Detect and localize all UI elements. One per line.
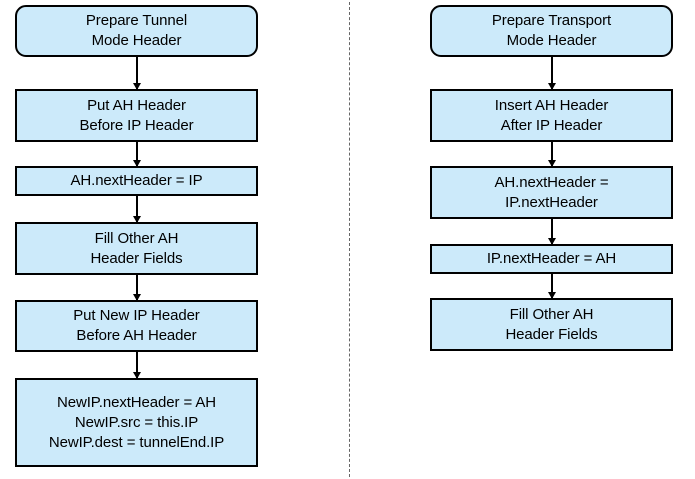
node-line: Header Fields — [505, 325, 598, 343]
node-line: AH.nextHeader = IP — [70, 172, 203, 189]
node-line: Header Fields — [90, 249, 183, 267]
node-line: After IP Header — [500, 116, 603, 134]
arrow-l5-to-l6 — [136, 352, 138, 378]
node-prepare-transport-mode-header[interactable]: Prepare Transport Mode Header — [430, 5, 673, 57]
node-ip-nextheader-equals-ah[interactable]: IP.nextHeader = AH — [430, 244, 673, 274]
node-line: Before AH Header — [76, 327, 197, 344]
node-fill-other-ah-header-fields-transport[interactable]: Fill Other AH Header Fields — [430, 298, 673, 351]
node-insert-ah-header-after-ip-header[interactable]: Insert AH Header After IP Header — [430, 89, 673, 142]
node-line: IP.nextHeader = AH — [486, 250, 617, 267]
node-ah-nextheader-equals-ip-nextheader[interactable]: AH.nextHeader = IP.nextHeader — [430, 166, 673, 219]
arrow-r1-to-r2 — [551, 57, 553, 89]
arrow-l4-to-l5 — [136, 275, 138, 300]
node-line: Fill Other AH — [94, 229, 179, 247]
node-put-new-ip-header-before-ah-header[interactable]: Put New IP Header Before AH Header — [15, 300, 258, 352]
node-line: IP.nextHeader — [505, 193, 598, 211]
panel-divider — [349, 2, 350, 477]
node-line: Prepare Tunnel — [85, 12, 188, 29]
node-line: Prepare Transport — [491, 12, 612, 29]
node-line: AH.nextHeader = — [494, 173, 609, 191]
node-line: NewIP.src = this.IP — [74, 413, 199, 431]
node-line: Put AH Header — [87, 96, 186, 114]
arrow-r2-to-r3 — [551, 142, 553, 166]
node-line: Before IP Header — [79, 116, 194, 134]
node-line: Mode Header — [91, 32, 182, 49]
node-put-ah-header-before-ip-header[interactable]: Put AH Header Before IP Header — [15, 89, 258, 142]
arrow-l2-to-l3 — [136, 142, 138, 166]
node-newip-assignments[interactable]: NewIP.nextHeader = AH NewIP.src = this.I… — [15, 378, 258, 467]
node-line: Mode Header — [506, 32, 597, 49]
node-fill-other-ah-header-fields-tunnel[interactable]: Fill Other AH Header Fields — [15, 222, 258, 275]
node-line: Insert AH Header — [494, 96, 609, 114]
arrow-r3-to-r4 — [551, 219, 553, 244]
node-line: NewIP.dest = tunnelEnd.IP — [48, 433, 225, 451]
arrow-l3-to-l4 — [136, 196, 138, 222]
node-line: Put New IP Header — [73, 307, 200, 324]
arrow-r4-to-r5 — [551, 274, 553, 298]
node-line: Fill Other AH — [509, 305, 594, 323]
node-prepare-tunnel-mode-header[interactable]: Prepare Tunnel Mode Header — [15, 5, 258, 57]
node-line: NewIP.nextHeader = AH — [57, 393, 216, 411]
arrow-l1-to-l2 — [136, 57, 138, 89]
node-ah-nextheader-equals-ip[interactable]: AH.nextHeader = IP — [15, 166, 258, 196]
